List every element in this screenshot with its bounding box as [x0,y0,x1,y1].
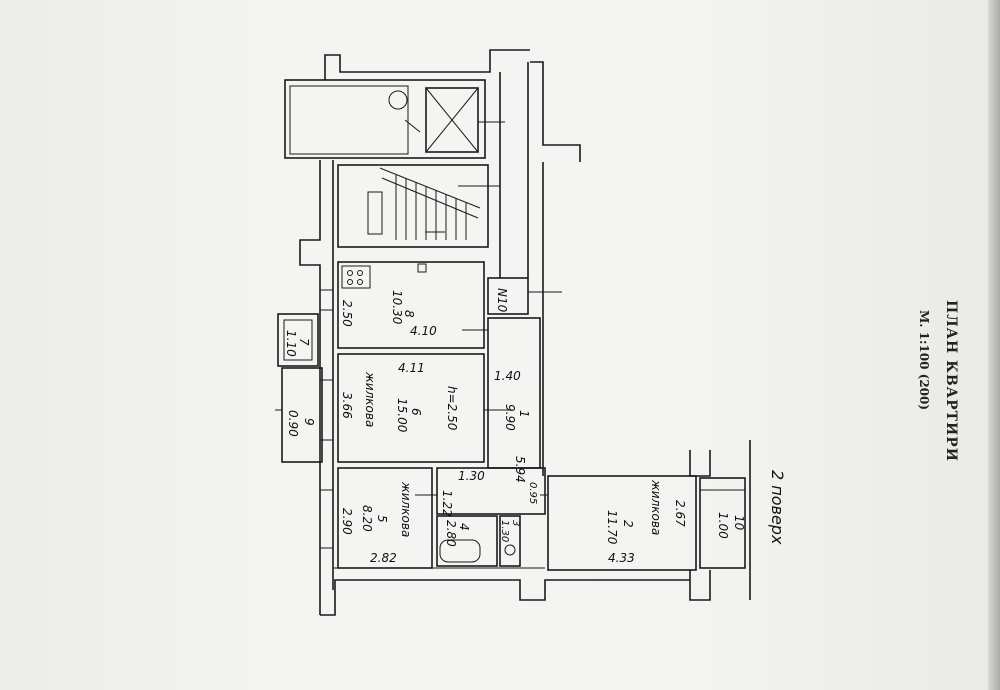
room-6-dim-a: 3.66 [340,392,354,419]
room-10-id: 10 [732,515,746,531]
room-8-dim-b: 4.10 [410,324,437,338]
room-3-area: 1.30 [499,520,510,542]
room-2-id: 2 [621,520,635,528]
title-block: ПЛАН КВАРТИРИ М. 1:100 (200) [905,300,965,500]
plan-walls [275,49,751,616]
room-2-area: 11.70 [605,510,619,545]
room-6-area: 15.00 [395,398,409,433]
room-9-area: 0.90 [286,410,300,437]
room-8-dim-a: 2.50 [340,300,354,327]
room-10-area: 1.00 [716,512,730,539]
room-5-dim-a: 2.90 [340,508,354,535]
stair-treads [395,175,467,240]
room-4-id: 4 [457,523,471,531]
room-2-name: жилкова [649,479,663,535]
room-9-id: 9 [302,418,316,426]
room-1-area: 9.90 [503,404,517,431]
room-5-name: жилкова [399,481,413,537]
room-8-area: 10.30 [390,290,404,325]
room-4-dim-b: 1.22 [440,490,454,517]
room-8-id: 8 [402,310,416,318]
room-7-id: 7 [297,338,311,346]
room-1-dim-b: 5.94 [513,456,527,483]
room-6-name: жилкова [363,371,377,427]
sheet-scale: М. 1:100 (200) [917,310,931,411]
room-1-id: 1 [517,410,531,418]
page-edge [988,0,1000,690]
floor-label: 2 поверх [768,470,787,545]
room-3-id: 3 [510,520,521,526]
room-5-dim-b: 2.82 [370,551,397,565]
room-n10-id: N10 [495,288,509,313]
room-5-area: 8.20 [360,505,374,532]
room-4-dim-a: 1.30 [458,469,485,483]
room-4-area: 2.80 [444,520,458,547]
room-7-area: 1.10 [284,330,298,357]
room-2-dim-b: 4.33 [608,551,635,565]
room-1-dim-a: 1.40 [494,369,521,383]
door-width: 0.95 [527,482,538,504]
room-5-id: 5 [375,515,389,523]
sheet-title: ПЛАН КВАРТИРИ [943,300,959,463]
height-note: h=2.50 [445,386,459,431]
room-6-id: 6 [409,408,423,416]
room-2-dim-a: 2.67 [673,500,687,527]
room-labels: 8 10.30 2.50 4.10 N10 7 1.10 4.11 жилков… [284,288,787,565]
room-6-dim-b: 4.11 [398,361,425,375]
